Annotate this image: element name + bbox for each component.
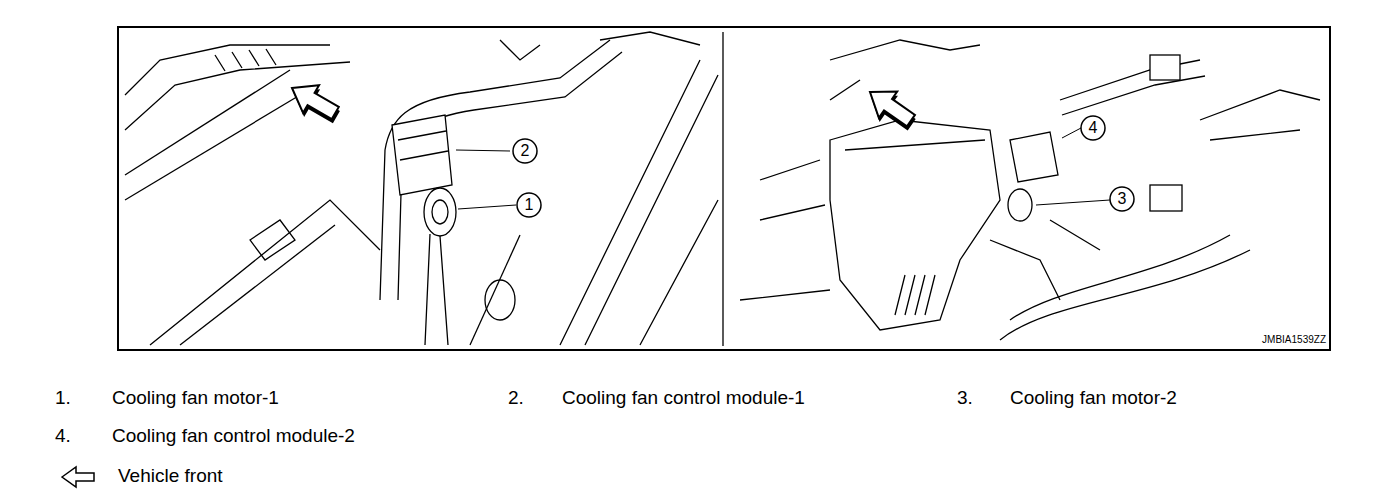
callout-circle [1110, 187, 1134, 211]
callout-circle [517, 193, 541, 217]
figure-frame [118, 27, 1330, 350]
vehicle-front-arrow [283, 74, 346, 131]
engine-bay-left [125, 32, 718, 345]
legend-arrow-symbol [62, 467, 94, 487]
key-number: 1. [55, 387, 71, 409]
key-number: 4. [55, 425, 71, 447]
callout-number: 2 [521, 142, 530, 160]
key-number: 3. [957, 387, 973, 409]
callout-circle [513, 139, 537, 163]
legend-text: Vehicle front [118, 465, 223, 487]
part-name: Cooling fan motor-2 [1010, 387, 1177, 409]
panel-divider [722, 32, 723, 346]
part-name: Cooling fan control module-2 [112, 425, 355, 447]
part-name: Cooling fan control module-1 [562, 387, 805, 409]
figure-code: JMBIA1539ZZ [1262, 334, 1326, 346]
callout-number: 4 [1089, 119, 1098, 137]
callout-number: 3 [1118, 190, 1127, 208]
callout-circle [1081, 116, 1105, 140]
part-name: Cooling fan motor-1 [112, 387, 279, 409]
engine-bay-right [740, 40, 1320, 340]
callout-number: 1 [525, 196, 534, 214]
key-number: 2. [508, 387, 524, 409]
vehicle-front-arrow [859, 79, 922, 138]
